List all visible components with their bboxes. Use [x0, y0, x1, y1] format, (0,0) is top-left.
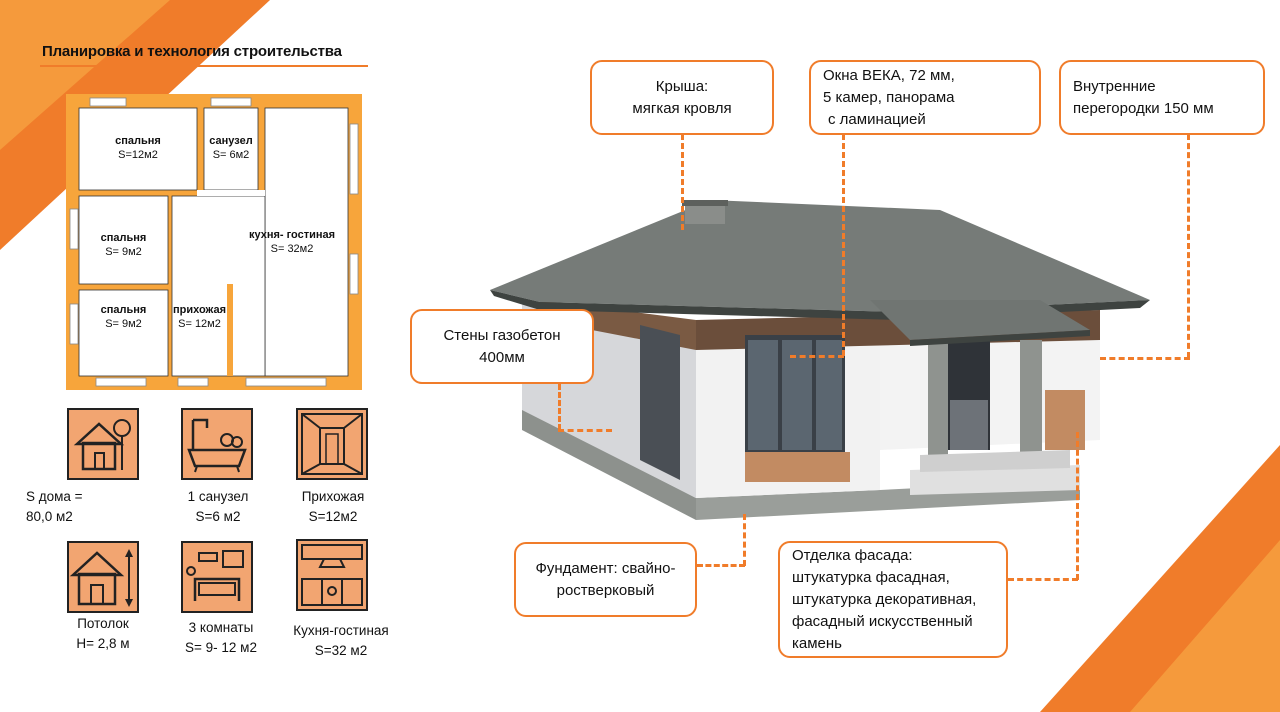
callout-walls: Стены газобетон 400мм — [410, 309, 594, 384]
bathroom-icon — [181, 408, 253, 480]
room-name: прихожая — [172, 304, 226, 316]
title-underline — [40, 65, 368, 67]
callout-roof: Крыша: мягкая кровля — [590, 60, 774, 135]
room-name: спальня — [100, 232, 147, 244]
room-bedroom-2: спальня S= 9м2 — [79, 231, 168, 259]
caption-line: Прихожая — [301, 489, 365, 504]
callout-foundation: Фундамент: свайно- ростверковый — [514, 542, 697, 617]
caption-line: 1 санузел — [187, 489, 249, 504]
connector-walls-h — [558, 429, 612, 432]
caption-line: S дома = — [26, 489, 83, 504]
room-bathroom: санузел S= 6м2 — [204, 134, 258, 162]
callout-line: Фундамент: свайно- — [535, 560, 676, 577]
room-area: S= 6м2 — [212, 149, 250, 161]
callout-line: Крыша: — [655, 78, 709, 95]
feature-caption-rooms: 3 комнаты S= 9- 12 м2 — [156, 618, 286, 658]
room-area: S=12м2 — [118, 149, 158, 161]
callout-line: 5 камер, панорама — [823, 89, 955, 106]
kitchen-icon — [296, 539, 368, 611]
room-name: кухня- гостиная — [248, 229, 336, 241]
callout-line: Внутренние — [1073, 78, 1156, 95]
room-hallway: прихожая S= 12м2 — [172, 303, 227, 331]
callout-line: Стены газобетон — [443, 327, 561, 344]
caption-line: 3 комнаты — [188, 620, 254, 635]
connector-partitions — [1187, 134, 1190, 358]
connector-windows — [842, 134, 845, 356]
floor-plan-walls — [66, 94, 362, 390]
callout-line: штукатурка декоративная, — [792, 591, 977, 608]
caption-line: S=6 м2 — [195, 509, 241, 524]
callout-windows: Окна ВЕКА, 72 мм, 5 камер, панорама с ла… — [809, 60, 1041, 135]
feature-caption-ceiling: Потолок H= 2,8 м — [38, 614, 168, 654]
callout-facade: Отделка фасада: штукатурка фасадная, шту… — [778, 541, 1008, 658]
room-bedroom-3: спальня S= 9м2 — [79, 303, 168, 331]
callout-line: перегородки 150 мм — [1073, 100, 1214, 117]
connector-foundation-h — [697, 564, 745, 567]
connector-roof — [681, 134, 684, 230]
caption-line: Кухня-гостиная — [293, 623, 389, 638]
room-name: спальня — [100, 304, 147, 316]
callout-line: с ламинацией — [828, 111, 926, 128]
feature-caption-hallway: Прихожая S=12м2 — [268, 487, 398, 527]
floor-plan: спальня S=12м2 санузел S= 6м2 кухня- гос… — [66, 94, 362, 390]
room-name: санузел — [209, 135, 253, 147]
callout-partitions: Внутренние перегородки 150 мм — [1059, 60, 1265, 135]
connector-windows-h — [790, 355, 844, 358]
connector-facade — [1076, 432, 1079, 580]
room-area: S= 32м2 — [270, 243, 314, 255]
page-title: Планировка и технология строительства — [42, 43, 342, 60]
caption-line: S= 9- 12 м2 — [185, 640, 257, 655]
house-illustration — [490, 200, 1150, 520]
callout-line: мягкая кровля — [632, 100, 732, 117]
room-bedroom-1: спальня S=12м2 — [79, 134, 197, 162]
callout-line: камень — [792, 635, 842, 652]
connector-foundation — [743, 514, 746, 566]
ceiling-height-icon — [67, 541, 139, 613]
callout-line: 400мм — [479, 349, 525, 366]
room-area: S= 9м2 — [105, 246, 142, 258]
caption-line: S=12м2 — [308, 509, 358, 524]
connector-walls — [558, 384, 561, 430]
caption-line: 80,0 м2 — [26, 509, 73, 524]
callout-line: Окна ВЕКА, 72 мм, — [823, 67, 955, 84]
connector-partitions-h — [1100, 357, 1190, 360]
room-area: S= 9м2 — [105, 318, 142, 330]
caption-line: H= 2,8 м — [76, 636, 130, 651]
house-icon — [67, 408, 139, 480]
room-kitchen-living: кухня- гостиная S= 32м2 — [236, 228, 348, 256]
room-area: S= 12м2 — [178, 318, 221, 330]
room-name: спальня — [115, 135, 161, 147]
callout-line: Отделка фасада: — [792, 547, 913, 564]
feature-caption-bathroom: 1 санузел S=6 м2 — [153, 487, 283, 527]
callout-line: штукатурка фасадная, — [792, 569, 950, 586]
caption-line: Потолок — [77, 616, 129, 631]
callout-line: фасадный искусственный — [792, 613, 973, 630]
feature-caption-kitchen: Кухня-гостиная S=32 м2 — [276, 621, 406, 661]
bedroom-icon — [181, 541, 253, 613]
callout-line: ростверковый — [556, 582, 655, 599]
caption-line: S=32 м2 — [314, 643, 368, 658]
hallway-icon — [296, 408, 368, 480]
feature-caption-house: S дома = 80,0 м2 — [26, 487, 146, 527]
connector-facade-h — [1008, 578, 1078, 581]
